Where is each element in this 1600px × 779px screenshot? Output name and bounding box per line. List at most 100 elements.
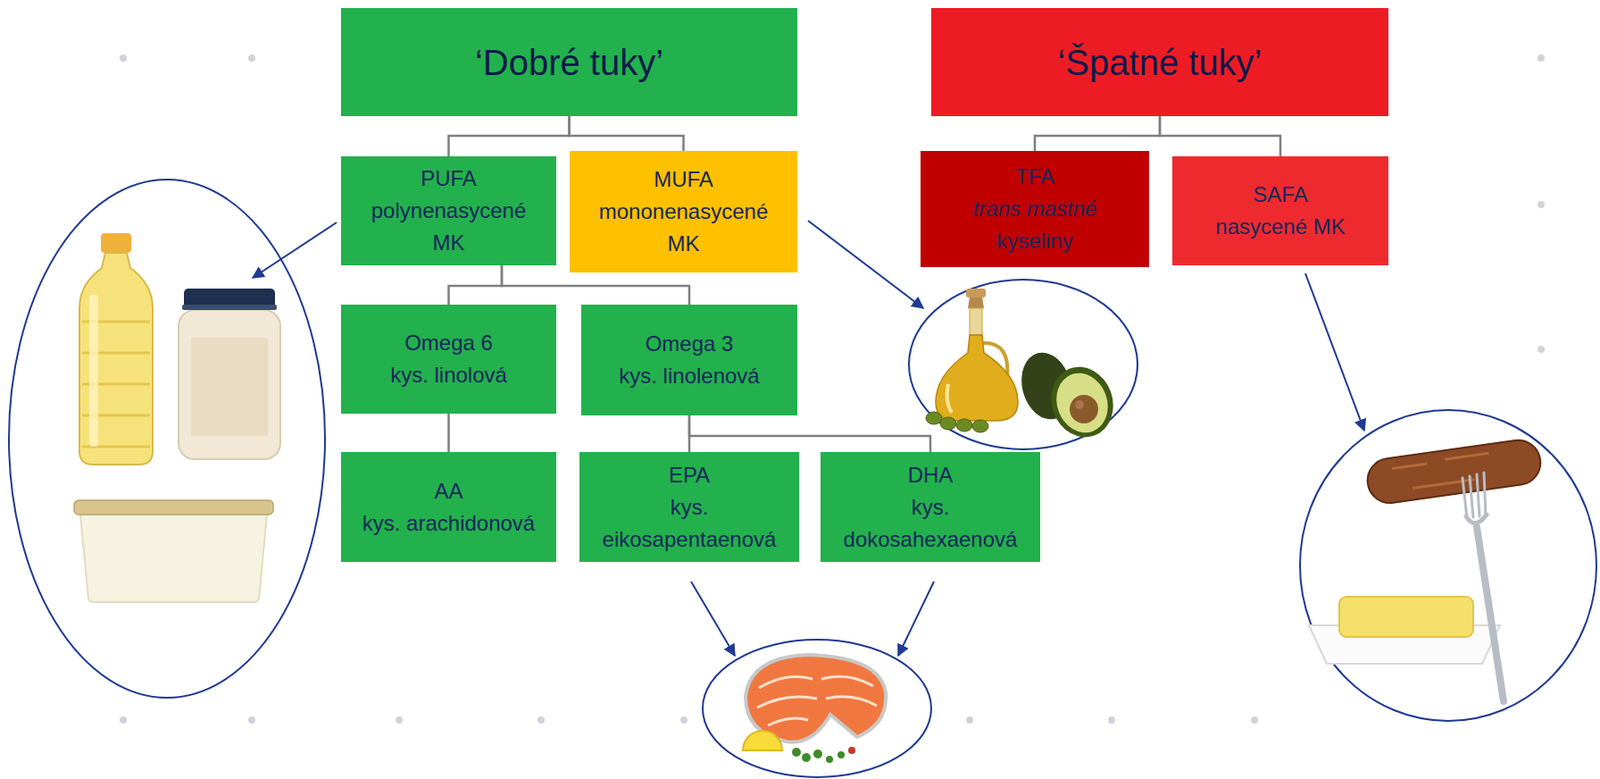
olive-oil-cruet bbox=[947, 383, 952, 413]
background-dots bbox=[1537, 200, 1545, 209]
node-text: trans mastné bbox=[973, 192, 1098, 225]
background-dots bbox=[119, 716, 127, 724]
sausage bbox=[1412, 479, 1475, 489]
salmon-illustration bbox=[702, 639, 932, 777]
background-dots bbox=[966, 716, 974, 724]
mayonnaise-jar bbox=[178, 309, 281, 459]
butter-dish bbox=[1308, 596, 1500, 664]
salmon-illustration bbox=[757, 696, 817, 708]
node-content: EPAkys. eikosapentaenová bbox=[586, 458, 792, 556]
node-text: kys. linolová bbox=[390, 358, 508, 392]
leader-arrows bbox=[252, 220, 1365, 656]
margarine-tub bbox=[80, 514, 267, 602]
background-dots bbox=[680, 716, 688, 724]
node-content: SAFAnasycené MK bbox=[1215, 178, 1345, 243]
fork bbox=[1462, 477, 1467, 518]
salmon-illustration bbox=[848, 746, 856, 754]
oil-bottle bbox=[79, 233, 153, 465]
node-heading: MUFA bbox=[594, 163, 774, 196]
fork bbox=[1476, 474, 1480, 517]
sausage bbox=[1444, 452, 1490, 459]
tree-connector bbox=[449, 116, 570, 157]
fatty-acid-box: EPAkys. eikosapentaenová bbox=[579, 451, 800, 562]
node-heading: DHA bbox=[827, 458, 1034, 492]
node-text: kys. dokosahexaenová bbox=[827, 491, 1034, 556]
node-heading: EPA bbox=[586, 458, 792, 492]
background-dots bbox=[1537, 345, 1545, 353]
fork bbox=[1466, 514, 1487, 524]
node-heading: ‘Špatné tuky’ bbox=[1057, 41, 1262, 84]
fatty-acid-box: AAkys. arachidonová bbox=[341, 451, 557, 562]
good-fats-header: ‘Dobré tuky’ bbox=[341, 8, 798, 117]
sausage bbox=[1391, 463, 1428, 469]
bad-fats-header: ‘Špatné tuky’ bbox=[931, 8, 1389, 117]
olives bbox=[925, 411, 989, 433]
olive-oil-cruet bbox=[935, 288, 1018, 421]
leader-arrows bbox=[808, 220, 924, 309]
salmon-illustration bbox=[745, 654, 886, 742]
fat-category-box: MUFAmononenasycené MK bbox=[569, 150, 798, 273]
salmon-illustration bbox=[742, 730, 783, 750]
oil-bottle bbox=[79, 252, 153, 465]
sausage bbox=[1364, 437, 1543, 507]
salmon-illustration bbox=[813, 749, 823, 759]
node-content: AAkys. arachidonová bbox=[362, 475, 535, 540]
node-text: polynenasycené MK bbox=[359, 194, 539, 259]
background-dots bbox=[248, 54, 256, 62]
salmon-illustration bbox=[825, 696, 877, 706]
node-content: Omega 3kys. linolenová bbox=[618, 327, 759, 392]
fork bbox=[1476, 526, 1504, 701]
fork bbox=[1483, 472, 1486, 516]
tree-connector bbox=[1159, 116, 1281, 157]
olives bbox=[972, 419, 989, 433]
background-dots bbox=[1108, 716, 1116, 724]
node-text: kys. arachidonová bbox=[362, 507, 535, 540]
background-dots bbox=[1537, 54, 1545, 62]
node-content: DHAkys. dokosahexaenová bbox=[827, 458, 1034, 556]
salmon-illustration bbox=[757, 675, 877, 725]
node-content: MUFAmononenasycené MK bbox=[594, 163, 774, 260]
node-heading: AA bbox=[362, 475, 535, 508]
margarine-tub bbox=[74, 500, 274, 602]
salmon-illustration bbox=[702, 639, 932, 777]
leader-arrows bbox=[898, 581, 934, 656]
olive-avocado-illustration bbox=[908, 279, 1138, 450]
olive-oil-cruet bbox=[967, 296, 984, 309]
node-heading: ‘Dobré tuky’ bbox=[475, 41, 664, 84]
fat-category-box: SAFAnasycené MK bbox=[1172, 156, 1389, 266]
avocado bbox=[1069, 394, 1099, 424]
node-heading: Omega 6 bbox=[390, 326, 508, 359]
olive-oil-cruet bbox=[966, 288, 986, 298]
node-text: kyseliny bbox=[973, 225, 1098, 258]
olives bbox=[925, 411, 942, 425]
fatty-acid-box: Omega 6kys. linolová bbox=[341, 304, 557, 414]
olives bbox=[940, 416, 957, 430]
node-content: ‘Špatné tuky’ bbox=[1057, 41, 1262, 84]
salmon-illustration bbox=[821, 675, 874, 686]
mayonnaise-jar bbox=[191, 337, 268, 436]
background-dots bbox=[1250, 716, 1259, 724]
sausage-butter-illustration bbox=[1300, 409, 1597, 721]
background-dots bbox=[248, 716, 256, 724]
margarine-tub bbox=[74, 500, 274, 515]
oil-bottle bbox=[100, 233, 132, 253]
salmon-illustration bbox=[837, 750, 845, 759]
node-heading: TFA bbox=[973, 160, 1098, 193]
oils-illustration bbox=[8, 179, 325, 698]
tree-connector bbox=[1034, 116, 1160, 151]
fork bbox=[1462, 472, 1504, 701]
sausage bbox=[1364, 437, 1543, 507]
olives bbox=[956, 418, 973, 432]
salmon-illustration bbox=[801, 752, 811, 762]
node-content: TFAtrans mastnékyseliny bbox=[973, 160, 1098, 258]
salmon-illustration bbox=[758, 676, 813, 688]
olive-avocado-illustration bbox=[908, 279, 1138, 450]
salmon-illustration bbox=[767, 717, 809, 725]
tree-connector bbox=[447, 413, 450, 452]
avocado bbox=[1014, 346, 1124, 446]
butter-dish bbox=[1339, 596, 1474, 637]
